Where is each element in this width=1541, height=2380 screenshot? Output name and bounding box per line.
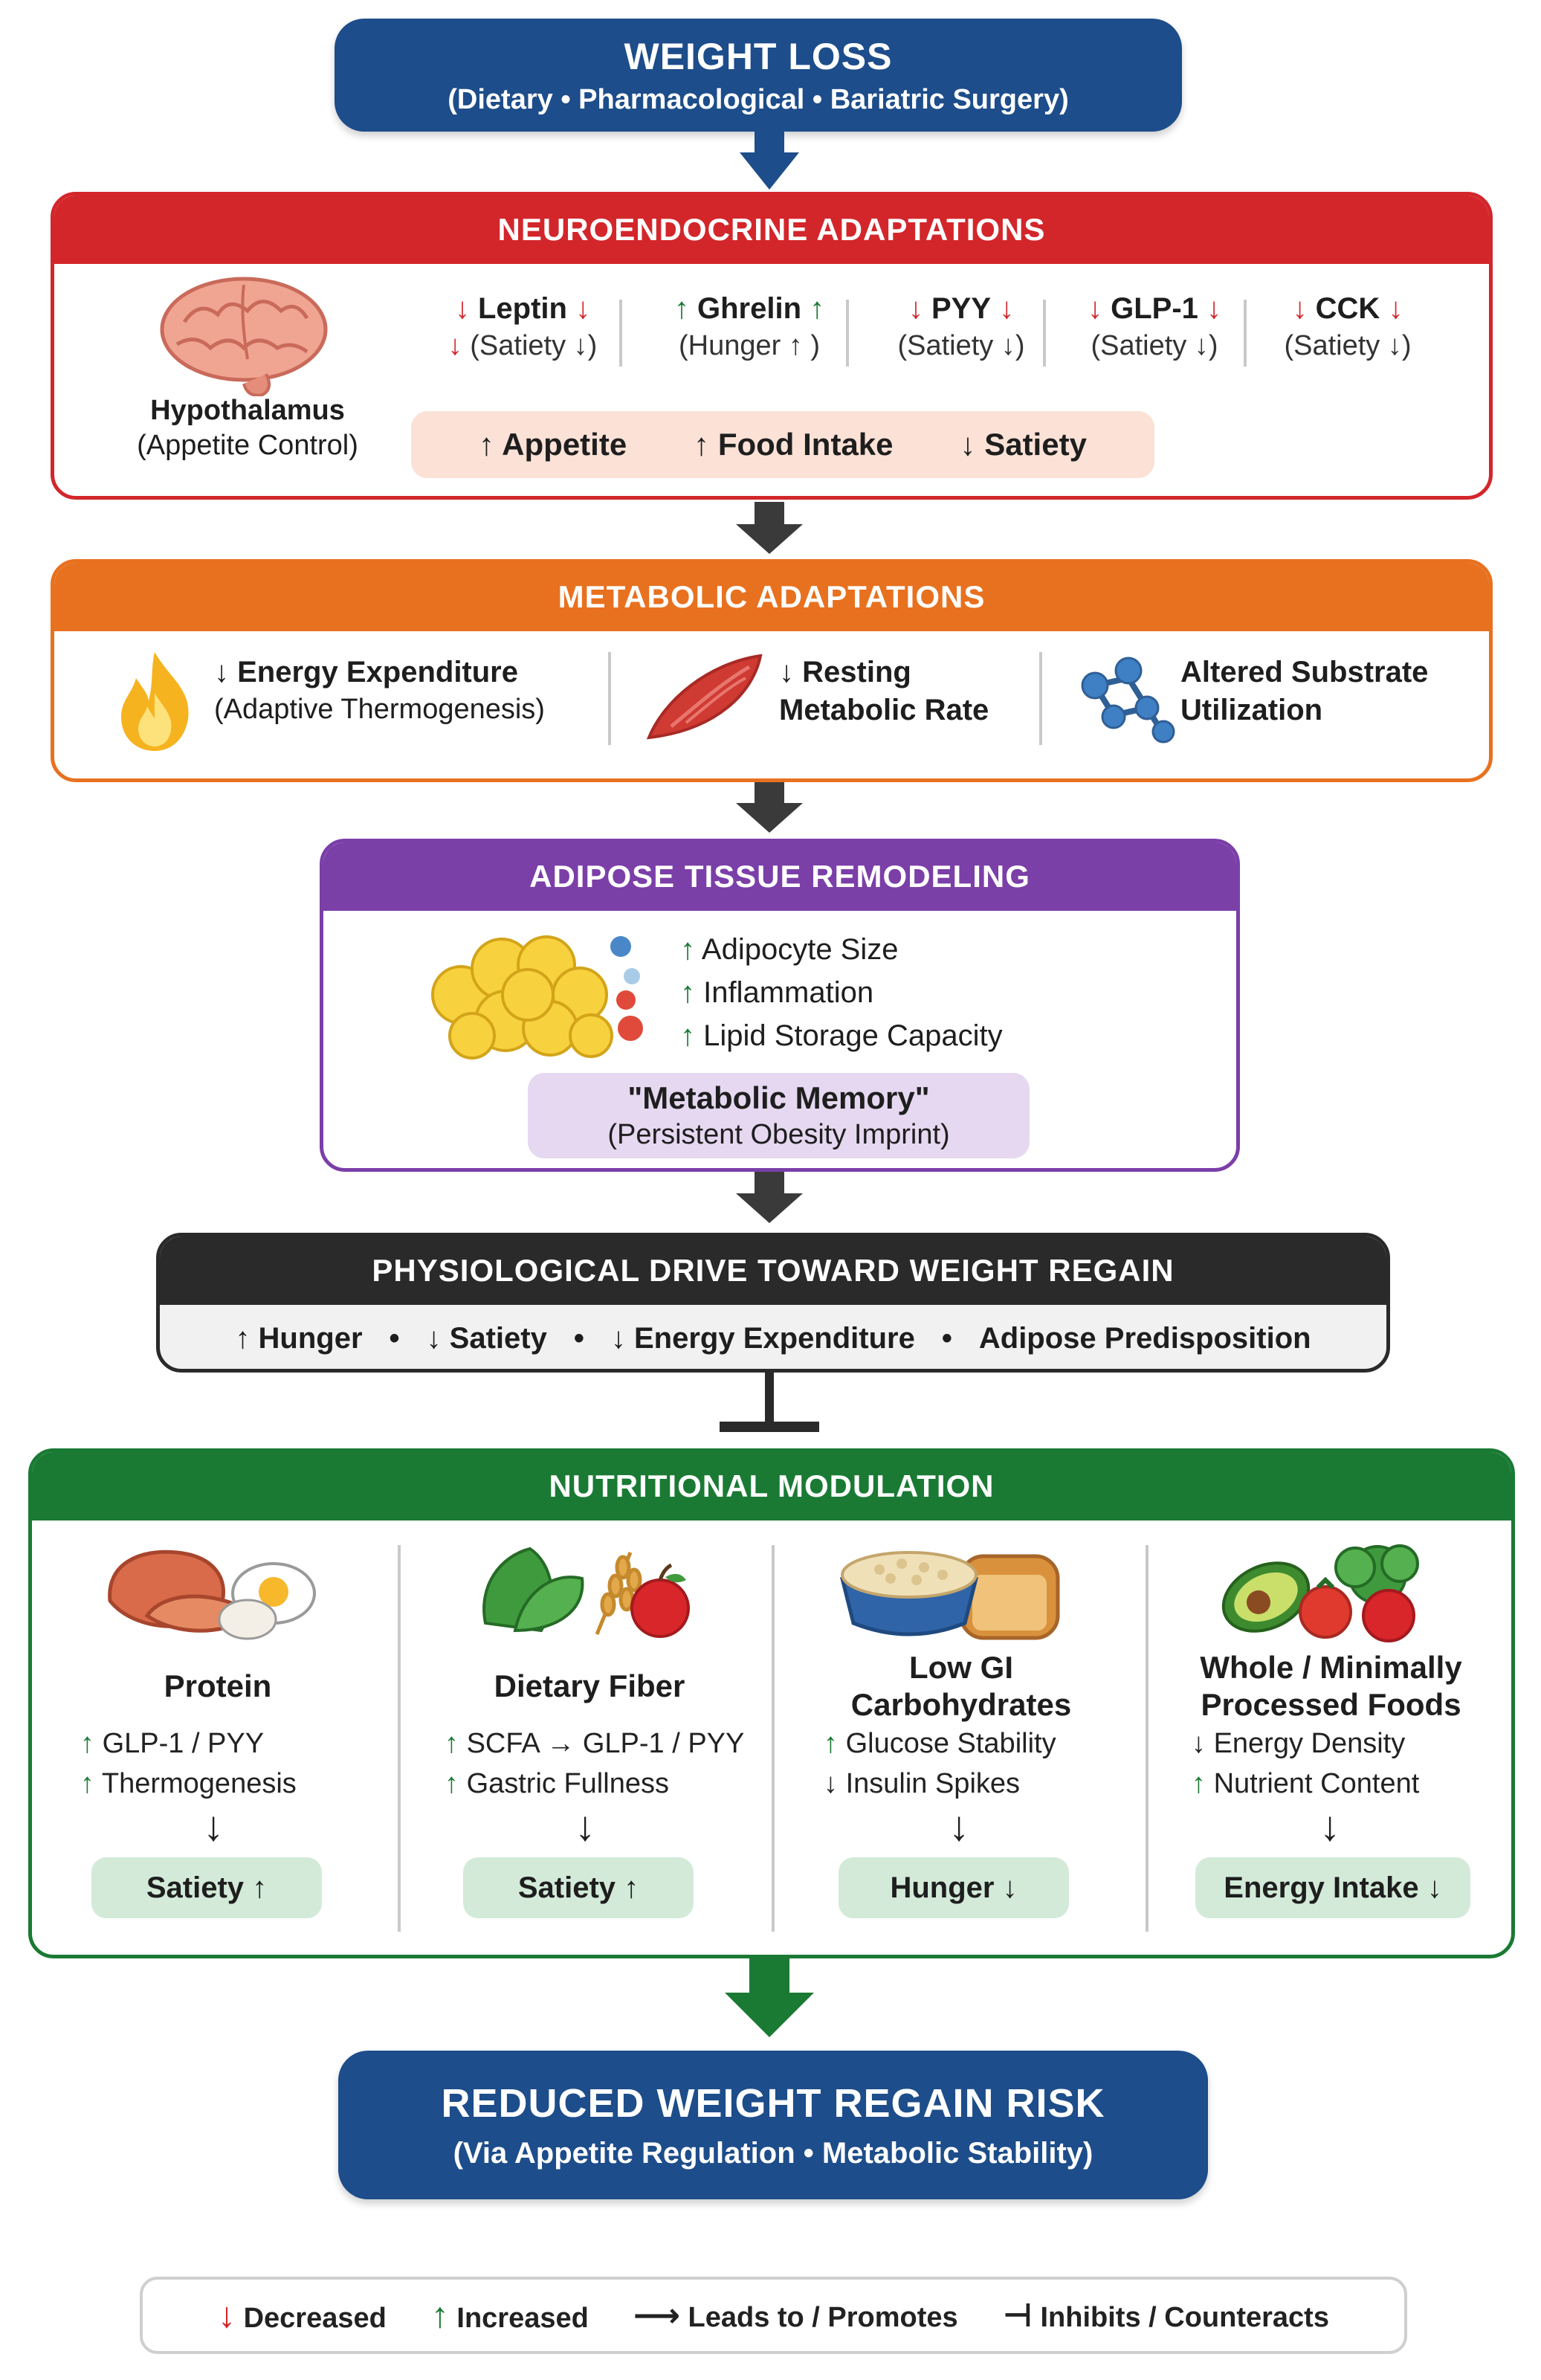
- drive-energy-expenditure: ↓ Energy Expenditure: [610, 1321, 915, 1355]
- outcome-satiety: ↓ Satiety: [960, 427, 1087, 462]
- hormone-divider: [619, 300, 622, 367]
- nutrition-arrow: ↓: [575, 1802, 595, 1849]
- resting-metabolic-rate-item: ↓ Resting Metabolic Rate: [779, 656, 989, 726]
- molecule-icon: [1081, 657, 1175, 744]
- arrow-right-icon: ⟶: [633, 2297, 680, 2334]
- metabolic-section: METABOLIC ADAPTATIONS ↓ Energy Expenditu…: [51, 559, 1493, 782]
- regain-drive-section: PHYSIOLOGICAL DRIVE TOWARD WEIGHT REGAIN…: [156, 1233, 1390, 1373]
- nutrition-arrow: ↓: [949, 1802, 969, 1849]
- arrow-up-icon: ↑: [430, 2295, 449, 2335]
- nutrition-divider: [1146, 1545, 1149, 1932]
- arrow-nutrition-to-result: [725, 1948, 814, 2037]
- metabolic-header: METABOLIC ADAPTATIONS: [54, 563, 1489, 631]
- nutrition-column-whole-foods: Whole / Minimally Processed Foods ↓ Ener…: [1192, 1650, 1462, 1799]
- nutrition-column-low-gi: Low GI Carbohydrates ↑ Glucose Stability…: [824, 1650, 1072, 1799]
- result-subtitle: (Via Appetite Regulation • Metabolic Sta…: [453, 2136, 1093, 2170]
- arrow-down-icon: ↓: [218, 2295, 236, 2335]
- legend: ↓ Decreased ↑ Increased ⟶ Leads to / Pro…: [140, 2277, 1407, 2354]
- arrow-neuro-to-metabolic: [736, 502, 803, 554]
- weight-loss-box: WEIGHT LOSS (Dietary • Pharmacological •…: [335, 19, 1182, 132]
- adipose-header: ADIPOSE TISSUE REMODELING: [323, 842, 1236, 911]
- hypothalamus-label: Hypothalamus (Appetite Control): [106, 395, 389, 462]
- result-title: REDUCED WEIGHT REGAIN RISK: [441, 2080, 1105, 2126]
- low-gi-outcome: Hunger ↓: [839, 1857, 1069, 1918]
- appetite-outcome-pill: ↑ Appetite ↑ Food Intake ↓ Satiety: [411, 411, 1154, 478]
- reduced-regain-risk-box: REDUCED WEIGHT REGAIN RISK (Via Appetite…: [338, 2051, 1208, 2199]
- effect-lipid-storage: ↑ Lipid Storage Capacity: [680, 1019, 1003, 1052]
- nutrition-divider: [398, 1545, 401, 1932]
- hormone-leptin: ↓ Leptin ↓ ↓ (Satiety ↓): [448, 292, 598, 361]
- weight-loss-subtitle: (Dietary • Pharmacological • Bariatric S…: [448, 83, 1069, 115]
- metabolic-divider: [1039, 652, 1042, 745]
- low-gi-food-icon: [840, 1551, 1060, 1640]
- neuroendocrine-section: NEUROENDOCRINE ADAPTATIONS Hypothalamus …: [51, 192, 1493, 500]
- substrate-utilization-item: Altered Substrate Utilization: [1180, 656, 1429, 726]
- whole-foods-icon: [1221, 1544, 1419, 1642]
- arrow-adipose-to-drive: [736, 1171, 803, 1223]
- regain-drive-items: ↑ Hunger • ↓ Satiety • ↓ Energy Expendit…: [235, 1321, 1311, 1355]
- hormone-pyy: ↓ PYY ↓ (Satiety ↓): [897, 292, 1025, 361]
- drive-satiety: ↓ Satiety: [426, 1321, 547, 1355]
- fiber-outcome: Satiety ↑: [463, 1857, 694, 1918]
- hormone-divider: [846, 300, 849, 367]
- drive-hunger: ↑ Hunger: [235, 1321, 363, 1355]
- legend-leads: ⟶ Leads to / Promotes: [633, 2297, 958, 2334]
- brain-icon: [160, 277, 328, 396]
- neuroendocrine-header: NEUROENDOCRINE ADAPTATIONS: [54, 196, 1489, 264]
- protein-food-icon: [108, 1549, 316, 1640]
- hormone-cck: ↓ CCK ↓ (Satiety ↓): [1284, 292, 1412, 361]
- effect-inflammation: ↑ Inflammation: [680, 976, 874, 1009]
- fiber-food-icon: [482, 1547, 690, 1638]
- legend-decreased: ↓ Decreased: [218, 2295, 387, 2335]
- adipocyte-cluster-icon: [431, 935, 643, 1060]
- muscle-icon: [646, 654, 763, 740]
- protein-outcome: Satiety ↑: [91, 1857, 322, 1918]
- hormone-glp1: ↓ GLP-1 ↓ (Satiety ↓): [1087, 292, 1222, 361]
- nutrition-arrow: ↓: [203, 1802, 224, 1849]
- brain-label: Hypothalamus: [150, 395, 345, 426]
- adipose-section: ADIPOSE TISSUE REMODELING ↑ Adipocyte Si…: [320, 839, 1240, 1172]
- weight-loss-title: WEIGHT LOSS: [624, 35, 893, 77]
- outcome-food-intake: ↑ Food Intake: [694, 427, 894, 462]
- outcome-appetite: ↑ Appetite: [479, 427, 627, 462]
- nutrition-arrow: ↓: [1319, 1802, 1340, 1849]
- hormone-divider: [1244, 300, 1247, 367]
- inhibit-icon: ⊣: [1002, 2297, 1033, 2334]
- legend-increased: ↑ Increased: [430, 2295, 589, 2335]
- nutrition-column-fiber: Dietary Fiber ↑ SCFA → GLP-1 / PYY ↑ Gas…: [445, 1668, 745, 1799]
- metabolic-memory-pill: "Metabolic Memory" (Persistent Obesity I…: [528, 1073, 1030, 1158]
- adipose-effects-list: ↑ Adipocyte Size ↑ Inflammation ↑ Lipid …: [680, 928, 1201, 1057]
- inhibit-connector: [720, 1372, 819, 1432]
- memory-subtitle: (Persistent Obesity Imprint): [607, 1119, 950, 1150]
- nutrition-section: NUTRITIONAL MODULATION Protein ↑ GLP-1 /…: [28, 1448, 1515, 1958]
- energy-expenditure-item: ↓ Energy Expenditure (Adaptive Thermogen…: [214, 656, 545, 725]
- whole-foods-outcome: Energy Intake ↓: [1195, 1857, 1470, 1918]
- regain-drive-header: PHYSIOLOGICAL DRIVE TOWARD WEIGHT REGAIN: [160, 1236, 1386, 1305]
- nutrition-divider: [772, 1545, 775, 1932]
- legend-inhibits: ⊣ Inhibits / Counteracts: [1002, 2297, 1329, 2334]
- drive-adipose: Adipose Predisposition: [978, 1321, 1311, 1355]
- arrow-weightloss-to-neuro: [740, 126, 799, 190]
- arrow-metabolic-to-adipose: [736, 781, 803, 833]
- nutrition-column-protein: Protein ↑ GLP-1 / PYY ↑ Thermogenesis: [80, 1668, 297, 1799]
- memory-title: "Metabolic Memory": [627, 1080, 930, 1115]
- hormone-divider: [1043, 300, 1046, 367]
- hormone-ghrelin: ↑ Ghrelin ↑ (Hunger ↑ ): [673, 292, 825, 361]
- brain-sublabel: (Appetite Control): [137, 430, 358, 461]
- nutrition-header: NUTRITIONAL MODULATION: [32, 1452, 1511, 1520]
- flame-icon: [121, 652, 189, 751]
- effect-adipocyte-size: ↑ Adipocyte Size: [680, 933, 899, 966]
- metabolic-divider: [608, 652, 611, 745]
